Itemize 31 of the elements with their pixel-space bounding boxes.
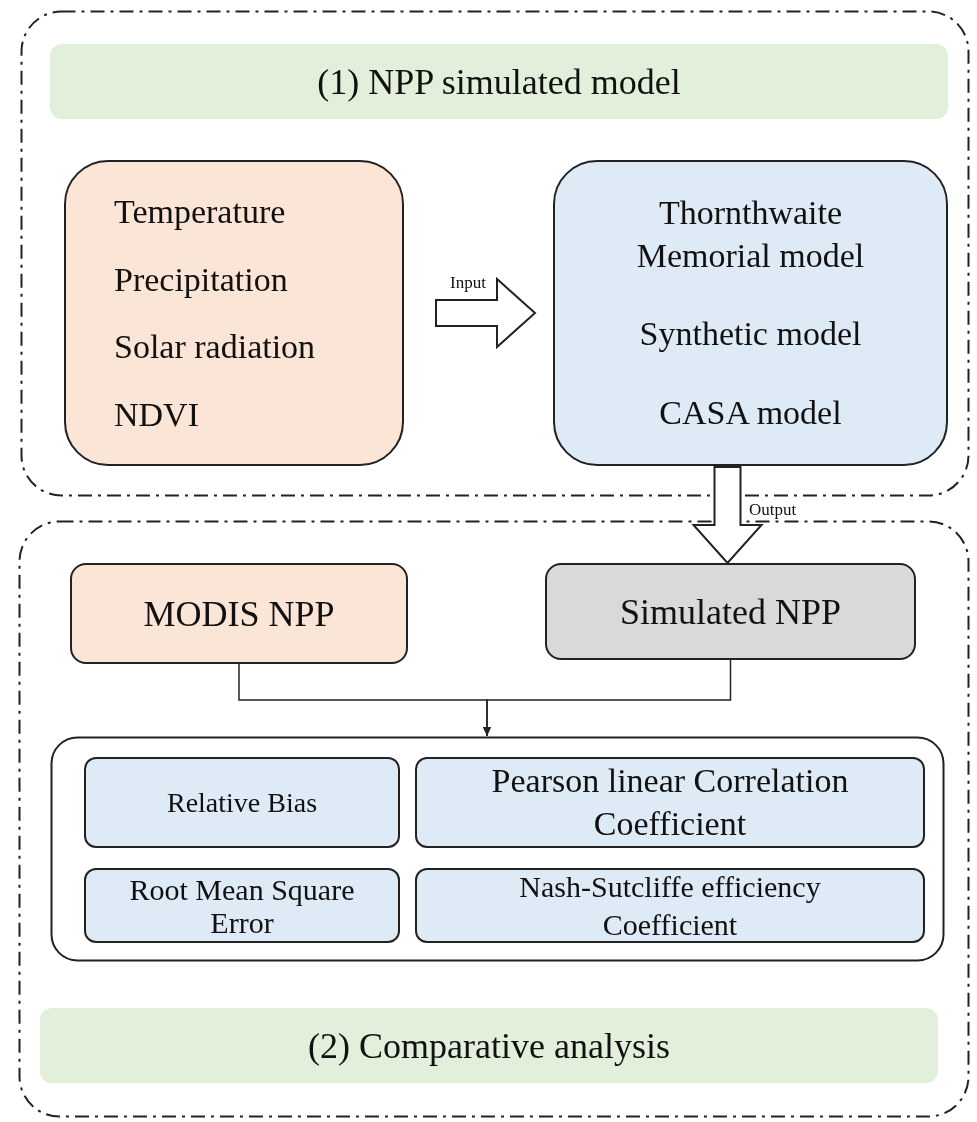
group-frame bbox=[18, 520, 970, 1118]
node-text: Nash-Sutcliffe efficiency Coefficient bbox=[518, 869, 822, 943]
block-arrow bbox=[691, 466, 764, 565]
node-text: Thornthwaite Memorial model bbox=[635, 193, 866, 276]
node-text: Root Mean Square Error bbox=[128, 872, 356, 939]
data-box bbox=[70, 563, 408, 664]
node-text: Precipitation bbox=[114, 259, 288, 300]
node-text: Solar radiation bbox=[114, 327, 316, 368]
node-text: Temperature bbox=[114, 192, 286, 233]
node-text: (1) NPP simulated model bbox=[317, 60, 681, 104]
metric-box bbox=[84, 757, 400, 848]
node-text: Pearson linear Correlation Coefficient bbox=[490, 761, 850, 844]
connector-arrow bbox=[483, 659, 732, 737]
metric-box bbox=[84, 868, 400, 943]
node-text: (2) Comparative analysis bbox=[308, 1024, 670, 1068]
metric-box bbox=[415, 757, 925, 848]
node-text: Synthetic model bbox=[639, 314, 862, 354]
title-band bbox=[40, 1008, 938, 1083]
group-frame bbox=[20, 10, 970, 497]
data-box bbox=[545, 563, 916, 660]
block-arrow bbox=[435, 276, 537, 350]
node-text: NDVI bbox=[114, 394, 199, 435]
metrics-panel bbox=[50, 736, 945, 962]
metric-box bbox=[415, 868, 925, 943]
node-text: Relative Bias bbox=[166, 785, 318, 820]
node-text: Simulated NPP bbox=[620, 590, 841, 634]
input-box bbox=[64, 160, 404, 466]
title-band bbox=[50, 44, 948, 119]
node-text: MODIS NPP bbox=[143, 592, 335, 636]
node-text: CASA model bbox=[659, 392, 842, 433]
model-box bbox=[553, 160, 948, 466]
